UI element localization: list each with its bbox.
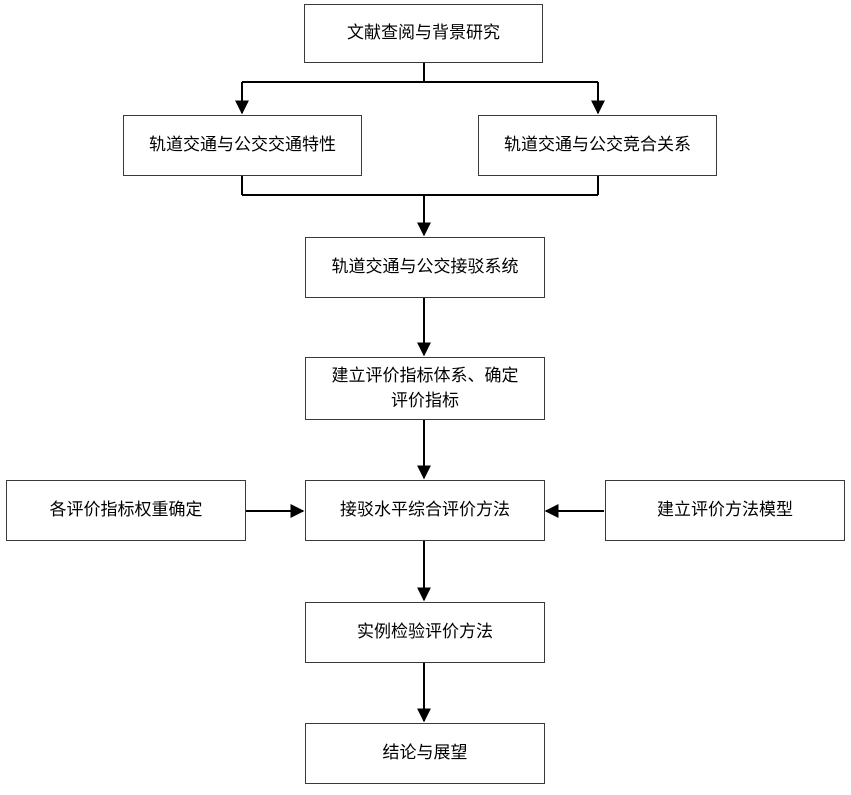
node-weights: 各评价指标权重确定 xyxy=(6,480,246,541)
node-index-system-label-line2: 评价指标 xyxy=(391,390,459,411)
node-weights-label: 各评价指标权重确定 xyxy=(49,500,203,521)
node-index-system: 建立评价指标体系、确定 评价指标 xyxy=(305,357,545,420)
node-rail-bus-traits: 轨道交通与公交交通特性 xyxy=(123,115,362,176)
node-feeder-system-label: 轨道交通与公交接驳系统 xyxy=(331,257,519,278)
node-method-model: 建立评价方法模型 xyxy=(605,480,845,541)
node-method-model-label: 建立评价方法模型 xyxy=(657,500,793,521)
node-literature-label: 文献查阅与背景研究 xyxy=(347,23,500,44)
node-conclusion: 结论与展望 xyxy=(305,723,545,784)
node-case-test-label: 实例检验评价方法 xyxy=(357,622,493,643)
node-feeder-system: 轨道交通与公交接驳系统 xyxy=(305,237,545,298)
node-case-test: 实例检验评价方法 xyxy=(305,602,545,663)
node-rail-bus-competition: 轨道交通与公交竞合关系 xyxy=(478,115,717,176)
node-eval-method-label: 接驳水平综合评价方法 xyxy=(340,500,510,521)
node-eval-method: 接驳水平综合评价方法 xyxy=(305,480,545,541)
node-index-system-label-line1: 建立评价指标体系、确定 xyxy=(331,365,519,386)
node-literature: 文献查阅与背景研究 xyxy=(304,4,543,63)
node-conclusion-label: 结论与展望 xyxy=(382,743,468,764)
node-rail-bus-traits-label: 轨道交通与公交交通特性 xyxy=(149,135,336,156)
node-rail-bus-competition-label: 轨道交通与公交竞合关系 xyxy=(504,135,691,156)
